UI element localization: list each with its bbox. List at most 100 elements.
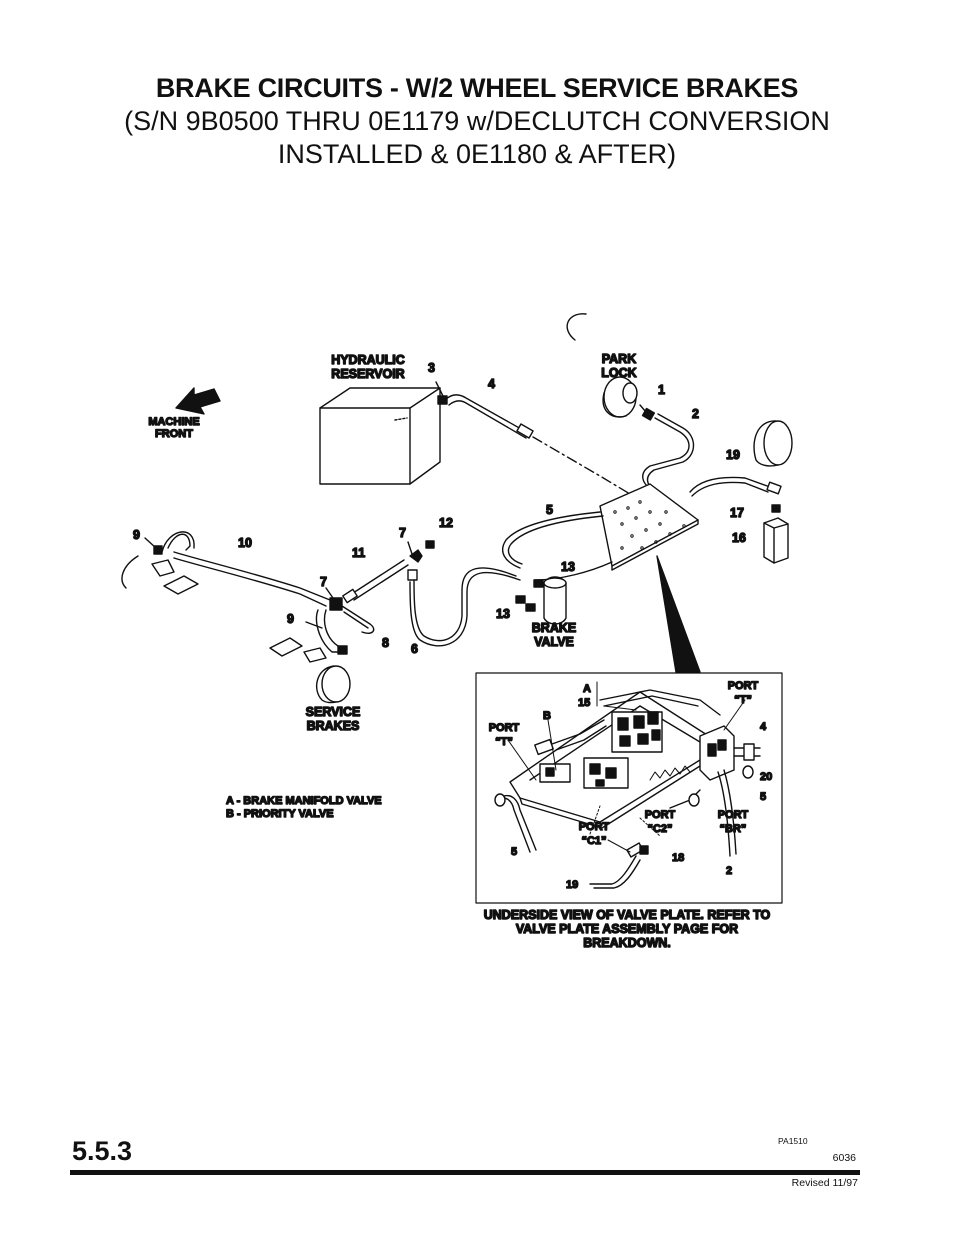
inset-label-B: B bbox=[543, 710, 551, 722]
svg-text:PORT“T”: PORT “T” bbox=[728, 680, 759, 706]
inset-leaders bbox=[507, 681, 746, 853]
inset-callout-5-right: 5 bbox=[760, 791, 766, 803]
callout-2: 2 bbox=[692, 407, 699, 421]
fitting-3 bbox=[435, 381, 448, 405]
fitting-12 bbox=[425, 540, 435, 549]
fittings-13 bbox=[515, 579, 544, 612]
revised-date: Revised 11/97 bbox=[791, 1177, 858, 1189]
left-brake-arc bbox=[121, 555, 139, 589]
svg-text:UNDERSIDE VIEW OF VALVE PLATE.: UNDERSIDE VIEW OF VALVE PLATE. REFER TOV… bbox=[484, 908, 771, 950]
legend-b: B - PRIORITY VALVE bbox=[226, 808, 334, 820]
inset-notches bbox=[649, 765, 691, 781]
label-lock: LOCK bbox=[601, 366, 636, 380]
machine-front-arrow bbox=[175, 387, 221, 415]
inset-hose-19 bbox=[589, 842, 649, 889]
label-machine: MACHINE bbox=[148, 416, 199, 428]
inset-callout-4: 4 bbox=[760, 721, 767, 733]
tee-7-upper bbox=[407, 541, 423, 563]
inset-port-c1: PORT bbox=[579, 821, 610, 833]
callout-19: 19 bbox=[726, 448, 740, 462]
fitting-1 bbox=[639, 404, 656, 421]
callout-5: 5 bbox=[546, 503, 553, 517]
callout-3: 3 bbox=[428, 361, 435, 375]
callout-10: 10 bbox=[238, 536, 252, 550]
figure-code: PA1510 bbox=[778, 1136, 808, 1146]
callout-9-upper: 9 bbox=[133, 528, 140, 542]
service-brake-lower bbox=[269, 609, 348, 663]
page-title: BRAKE CIRCUITS - W/2 WHEEL SERVICE BRAKE… bbox=[0, 72, 954, 171]
inset-c2: “C2” bbox=[647, 823, 672, 835]
inset-port-c2: PORT bbox=[645, 809, 676, 821]
footer-rule bbox=[70, 1170, 860, 1175]
inset-callout-18: 18 bbox=[672, 852, 684, 864]
inset-right-block bbox=[699, 725, 761, 781]
label-valve: VALVE bbox=[534, 635, 574, 649]
title-line-3: INSTALLED & 0E1180 & AFTER) bbox=[277, 139, 677, 169]
inset-t-right: “T” bbox=[734, 694, 752, 706]
brake-pad-upper bbox=[163, 575, 199, 595]
hydraulic-reservoir bbox=[319, 387, 441, 485]
callout-9-lower: 9 bbox=[287, 612, 294, 626]
caption-line-1: UNDERSIDE VIEW OF VALVE PLATE. REFER TO bbox=[484, 908, 771, 922]
right-wheel-drum bbox=[753, 420, 793, 467]
inset-callout-2: 2 bbox=[726, 865, 732, 877]
callout-4: 4 bbox=[488, 377, 495, 391]
inset-pointer bbox=[656, 555, 701, 673]
title-line-1: BRAKE CIRCUITS - W/2 WHEEL SERVICE BRAKE… bbox=[155, 73, 799, 103]
label-reservoir: RESERVOIR bbox=[331, 367, 404, 381]
caption-line-3: BREAKDOWN. bbox=[583, 936, 671, 950]
hose-11 bbox=[342, 559, 409, 604]
inset-callout-5-left: 5 bbox=[511, 846, 517, 858]
label-park: PARK bbox=[602, 352, 637, 366]
park-lock-drum-arc bbox=[566, 313, 587, 341]
hose-8 bbox=[341, 605, 375, 634]
inset-hose-2 bbox=[669, 789, 701, 809]
inset-label-A: A bbox=[583, 683, 591, 695]
callout-6: 6 bbox=[411, 642, 418, 656]
hose-6 bbox=[407, 567, 521, 647]
hose-19 bbox=[689, 476, 782, 497]
inset-callout-19: 19 bbox=[566, 879, 578, 891]
tee-7-lower bbox=[325, 587, 343, 611]
svg-text:PORT“T”: PORT “T” bbox=[489, 722, 520, 748]
inset-c1: “C1” bbox=[581, 835, 606, 847]
inset-port-t-right: PORT bbox=[728, 680, 759, 692]
brake-master-16 bbox=[763, 517, 789, 564]
callout-17: 17 bbox=[730, 506, 744, 520]
callout-11: 11 bbox=[352, 546, 365, 560]
fitting-17 bbox=[771, 504, 781, 513]
svg-text:PORT“BR”: PORT“BR” bbox=[718, 809, 749, 835]
brake-valve bbox=[543, 576, 567, 625]
hose-4 bbox=[444, 394, 631, 495]
label-hydraulic: HYDRAULIC bbox=[331, 353, 405, 367]
legend-a: A - BRAKE MANIFOLD VALVE bbox=[226, 795, 382, 807]
service-brake-drum bbox=[315, 665, 351, 704]
label-front: FRONT bbox=[155, 428, 193, 440]
park-lock-cylinder bbox=[602, 376, 638, 418]
inset-port-t-left: PORT bbox=[489, 722, 520, 734]
label-brake: BRAKE bbox=[532, 621, 576, 635]
inset-port-br: PORT bbox=[718, 809, 749, 821]
callout-8: 8 bbox=[382, 636, 389, 650]
callout-13-left: 13 bbox=[496, 607, 510, 621]
hose-10 bbox=[161, 531, 331, 607]
inset-callout-15: 15 bbox=[578, 697, 590, 709]
doc-number: 6036 bbox=[832, 1152, 856, 1164]
label-brakes: BRAKES bbox=[307, 719, 360, 733]
inset-callout-20: 20 bbox=[760, 771, 772, 783]
inset-hose-5-left bbox=[494, 793, 537, 853]
caption-line-2: VALVE PLATE ASSEMBLY PAGE FOR bbox=[516, 922, 738, 936]
valve-plate bbox=[599, 483, 699, 571]
hose-2 bbox=[642, 413, 695, 493]
callout-7-lower: 7 bbox=[320, 575, 327, 589]
hose-5 bbox=[502, 511, 613, 581]
inset-hose-5-right bbox=[717, 765, 754, 857]
title-line-2: (S/N 9B0500 THRU 0E1179 w/DECLUTCH CONVE… bbox=[124, 106, 830, 136]
inset-t-left: “T” bbox=[495, 736, 513, 748]
svg-text:PORT“C2”: PORT “C2” bbox=[645, 809, 676, 835]
